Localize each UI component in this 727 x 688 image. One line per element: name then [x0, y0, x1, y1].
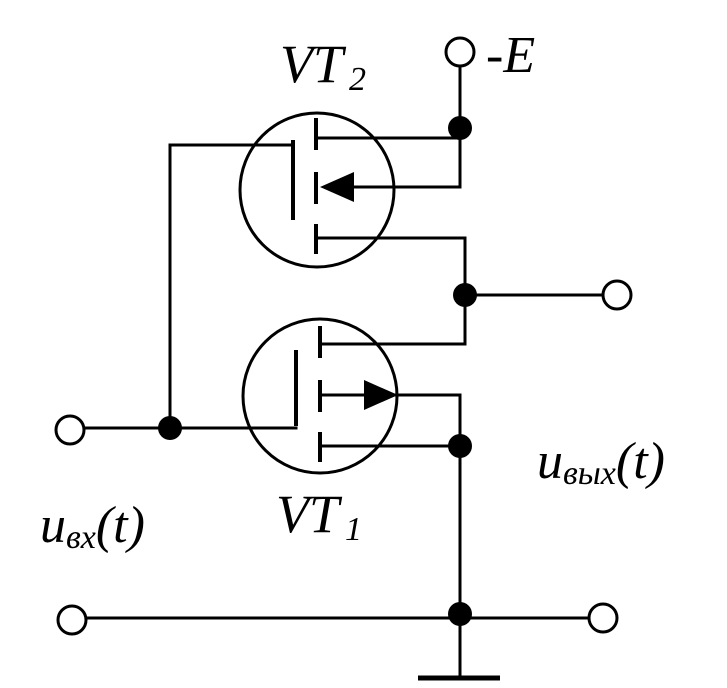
output-label-subscript: вых	[563, 455, 616, 492]
input-terminal	[54, 414, 86, 446]
vt1-label-name: VT	[276, 484, 343, 544]
vt2-label-name: VT	[280, 34, 347, 94]
common-input-terminal	[56, 604, 88, 636]
supply-node-dot	[448, 116, 472, 140]
transistor-vt2: VT 2	[238, 34, 467, 269]
vt2-body	[238, 111, 396, 269]
supply-terminal	[444, 36, 476, 68]
common-output-terminal	[587, 602, 619, 634]
vt2-substrate-arrow	[320, 172, 354, 202]
input-label-subscript: вх	[66, 519, 96, 556]
output-terminal	[601, 279, 633, 311]
input-node-dot	[158, 416, 182, 440]
vt1-label-subscript: 1	[345, 511, 362, 548]
supply-label: -E	[486, 27, 535, 84]
output-label-suffix: (t)	[616, 433, 665, 490]
ground-node-dot	[448, 602, 472, 626]
vt1-substrate-arrow	[364, 380, 398, 410]
input-label-suffix: (t)	[96, 497, 145, 554]
vt2-label-subscript: 2	[349, 61, 366, 98]
output-voltage-label: uвых(t)	[537, 433, 665, 492]
output-label-base: u	[537, 433, 563, 490]
transistor-vt1: VT 1	[241, 317, 467, 548]
input-label-base: u	[40, 497, 66, 554]
output-node-dot	[453, 283, 477, 307]
input-voltage-label: uвх(t)	[40, 497, 145, 556]
